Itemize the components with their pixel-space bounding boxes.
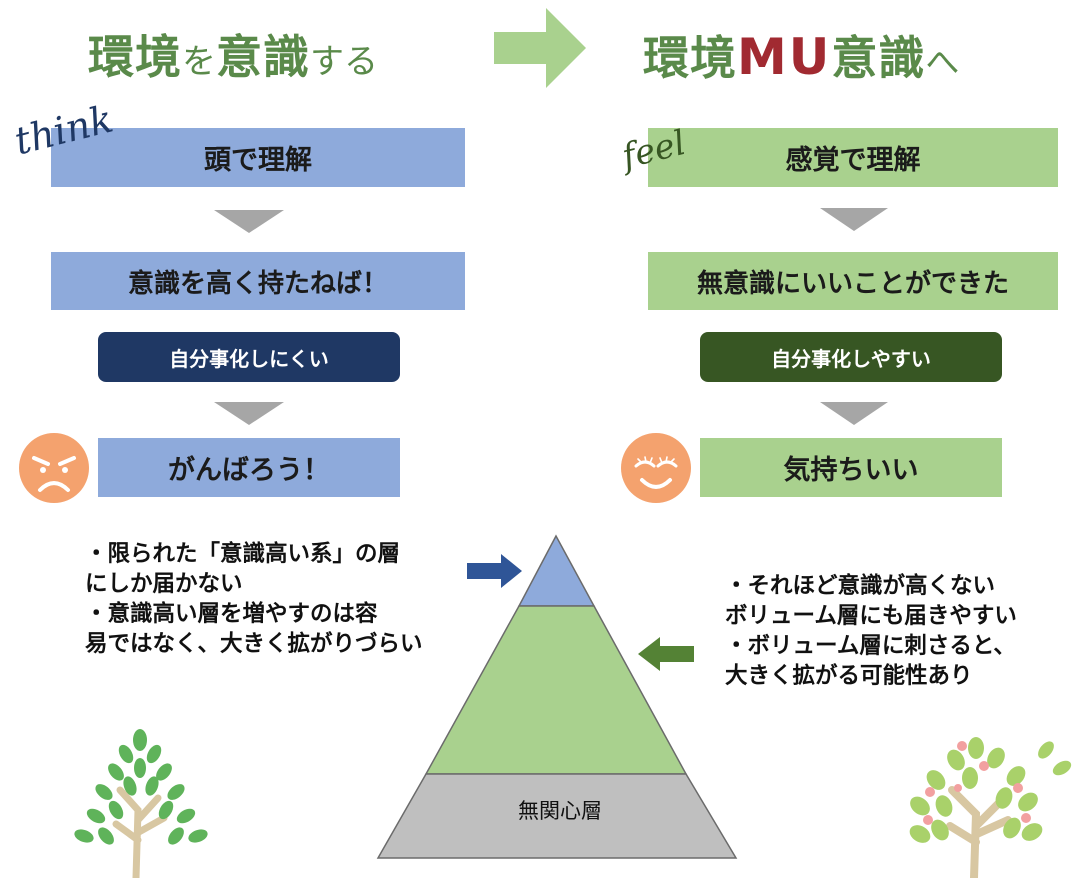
blue-right-arrow-icon (467, 554, 522, 588)
right-box-feel-good: 気持ちいい (700, 438, 1002, 497)
left-note-line: 易ではなく、大きく拡がりづらい (85, 631, 423, 657)
green-left-arrow-icon (638, 637, 694, 671)
title-word: 意識 (216, 30, 310, 84)
left-down-arrow-2-icon (214, 402, 284, 425)
blossom-tree-icon (909, 737, 1072, 878)
left-title: 環境を意識する (88, 22, 378, 92)
left-note: ・限られた「意識高い系」の層 にしか届かない ・意識高い層を増やすのは容 易では… (85, 539, 423, 659)
pyramid-middle-layer (424, 605, 688, 775)
right-note: ・それほど意識が高くない ボリューム層にも届きやすい ・ボリューム層に刺さると、… (725, 571, 1017, 691)
right-note-line: 大きく拡がる可能性あり (725, 663, 973, 689)
left-pill-hard: 自分事化しにくい (98, 332, 400, 382)
left-note-line: ・意識高い層を増やすのは容 (85, 601, 378, 627)
right-box-sense: 感覚で理解 (648, 128, 1058, 187)
angry-face-icon (19, 433, 89, 503)
title-particle: を (182, 42, 216, 82)
left-down-arrow-1-icon (214, 210, 284, 233)
header-right-arrow-icon (494, 8, 586, 88)
right-down-arrow-1-icon (820, 208, 888, 231)
left-box-understand: 頭で理解 (51, 128, 465, 187)
title-word: 意識 (831, 31, 926, 85)
left-note-line: にしか届かない (85, 571, 243, 597)
awareness-pyramid (376, 534, 738, 859)
pyramid-top-layer (517, 534, 596, 607)
title-mu: MU (737, 28, 832, 86)
title-word: 環境 (88, 30, 182, 84)
right-note-line: ボリューム層にも届きやすい (725, 603, 1017, 629)
smiling-face-icon (621, 433, 691, 503)
right-note-line: ・それほど意識が高くない (725, 573, 996, 599)
left-box-try-hard: がんばろう！ (98, 438, 400, 497)
right-box-unconscious: 無意識にいいことができた (648, 252, 1058, 310)
title-word: 環境 (643, 31, 737, 85)
pyramid-bottom-label: 無関心層 (518, 799, 602, 823)
right-title: 環境MU意識へ (643, 22, 959, 92)
title-particle: する (310, 42, 378, 82)
right-down-arrow-2-icon (820, 402, 888, 425)
title-particle: へ (925, 43, 960, 83)
left-box-awareness: 意識を高く持たねば！ (51, 252, 465, 310)
pyramid-bottom-layer (376, 773, 738, 859)
green-tree-icon (74, 729, 208, 878)
right-pill-easy: 自分事化しやすい (700, 332, 1002, 382)
right-note-line: ・ボリューム層に刺さると、 (725, 633, 1016, 659)
left-note-line: ・限られた「意識高い系」の層 (85, 541, 401, 567)
